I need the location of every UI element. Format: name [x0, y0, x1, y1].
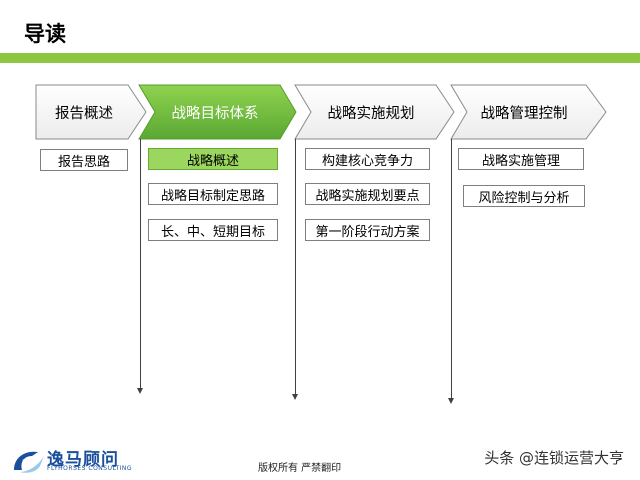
list-item[interactable]: 第一阶段行动方案: [305, 219, 430, 241]
logo-text: 逸马顾问: [47, 450, 119, 470]
list-item[interactable]: 报告思路: [40, 149, 128, 171]
timeline-line-3: [451, 139, 452, 399]
arrow-down-icon: [448, 398, 454, 404]
list-item[interactable]: 战略实施规划要点: [305, 183, 430, 205]
stage-chevron-1: [35, 84, 147, 140]
list-item[interactable]: 战略目标制定思路: [148, 183, 278, 205]
list-item-active[interactable]: 战略概述: [148, 148, 278, 170]
stage-chevron-2: [138, 84, 297, 140]
timeline-line-1: [140, 139, 141, 389]
watermark-text: 头条 @连锁运营大亨: [484, 449, 624, 467]
list-item[interactable]: 长、中、短期目标: [148, 219, 278, 241]
stage-label-1[interactable]: 报告概述: [55, 105, 113, 122]
list-item[interactable]: 风险控制与分析: [463, 185, 585, 207]
company-logo-icon: R: [14, 451, 44, 473]
stage-chevron-3: [294, 84, 455, 140]
copyright-text: 版权所有 严禁翻印: [258, 463, 342, 474]
header-divider: [0, 53, 640, 63]
arrow-down-icon: [137, 388, 143, 394]
stage-label-3[interactable]: 战略实施规划: [327, 105, 415, 122]
logo-subtitle: FLYHORSES CONSULTING: [47, 465, 133, 472]
stage-label-2[interactable]: 战略目标体系: [171, 105, 259, 122]
page-title: 导读: [24, 22, 66, 46]
list-item[interactable]: 构建核心竞争力: [305, 148, 430, 170]
svg-text:R: R: [22, 457, 31, 471]
timeline-line-2: [295, 139, 296, 395]
arrow-down-icon: [292, 394, 298, 400]
stage-label-4[interactable]: 战略管理控制: [480, 105, 568, 122]
list-item[interactable]: 战略实施管理: [458, 148, 584, 170]
stage-chevron-4: [450, 84, 607, 140]
